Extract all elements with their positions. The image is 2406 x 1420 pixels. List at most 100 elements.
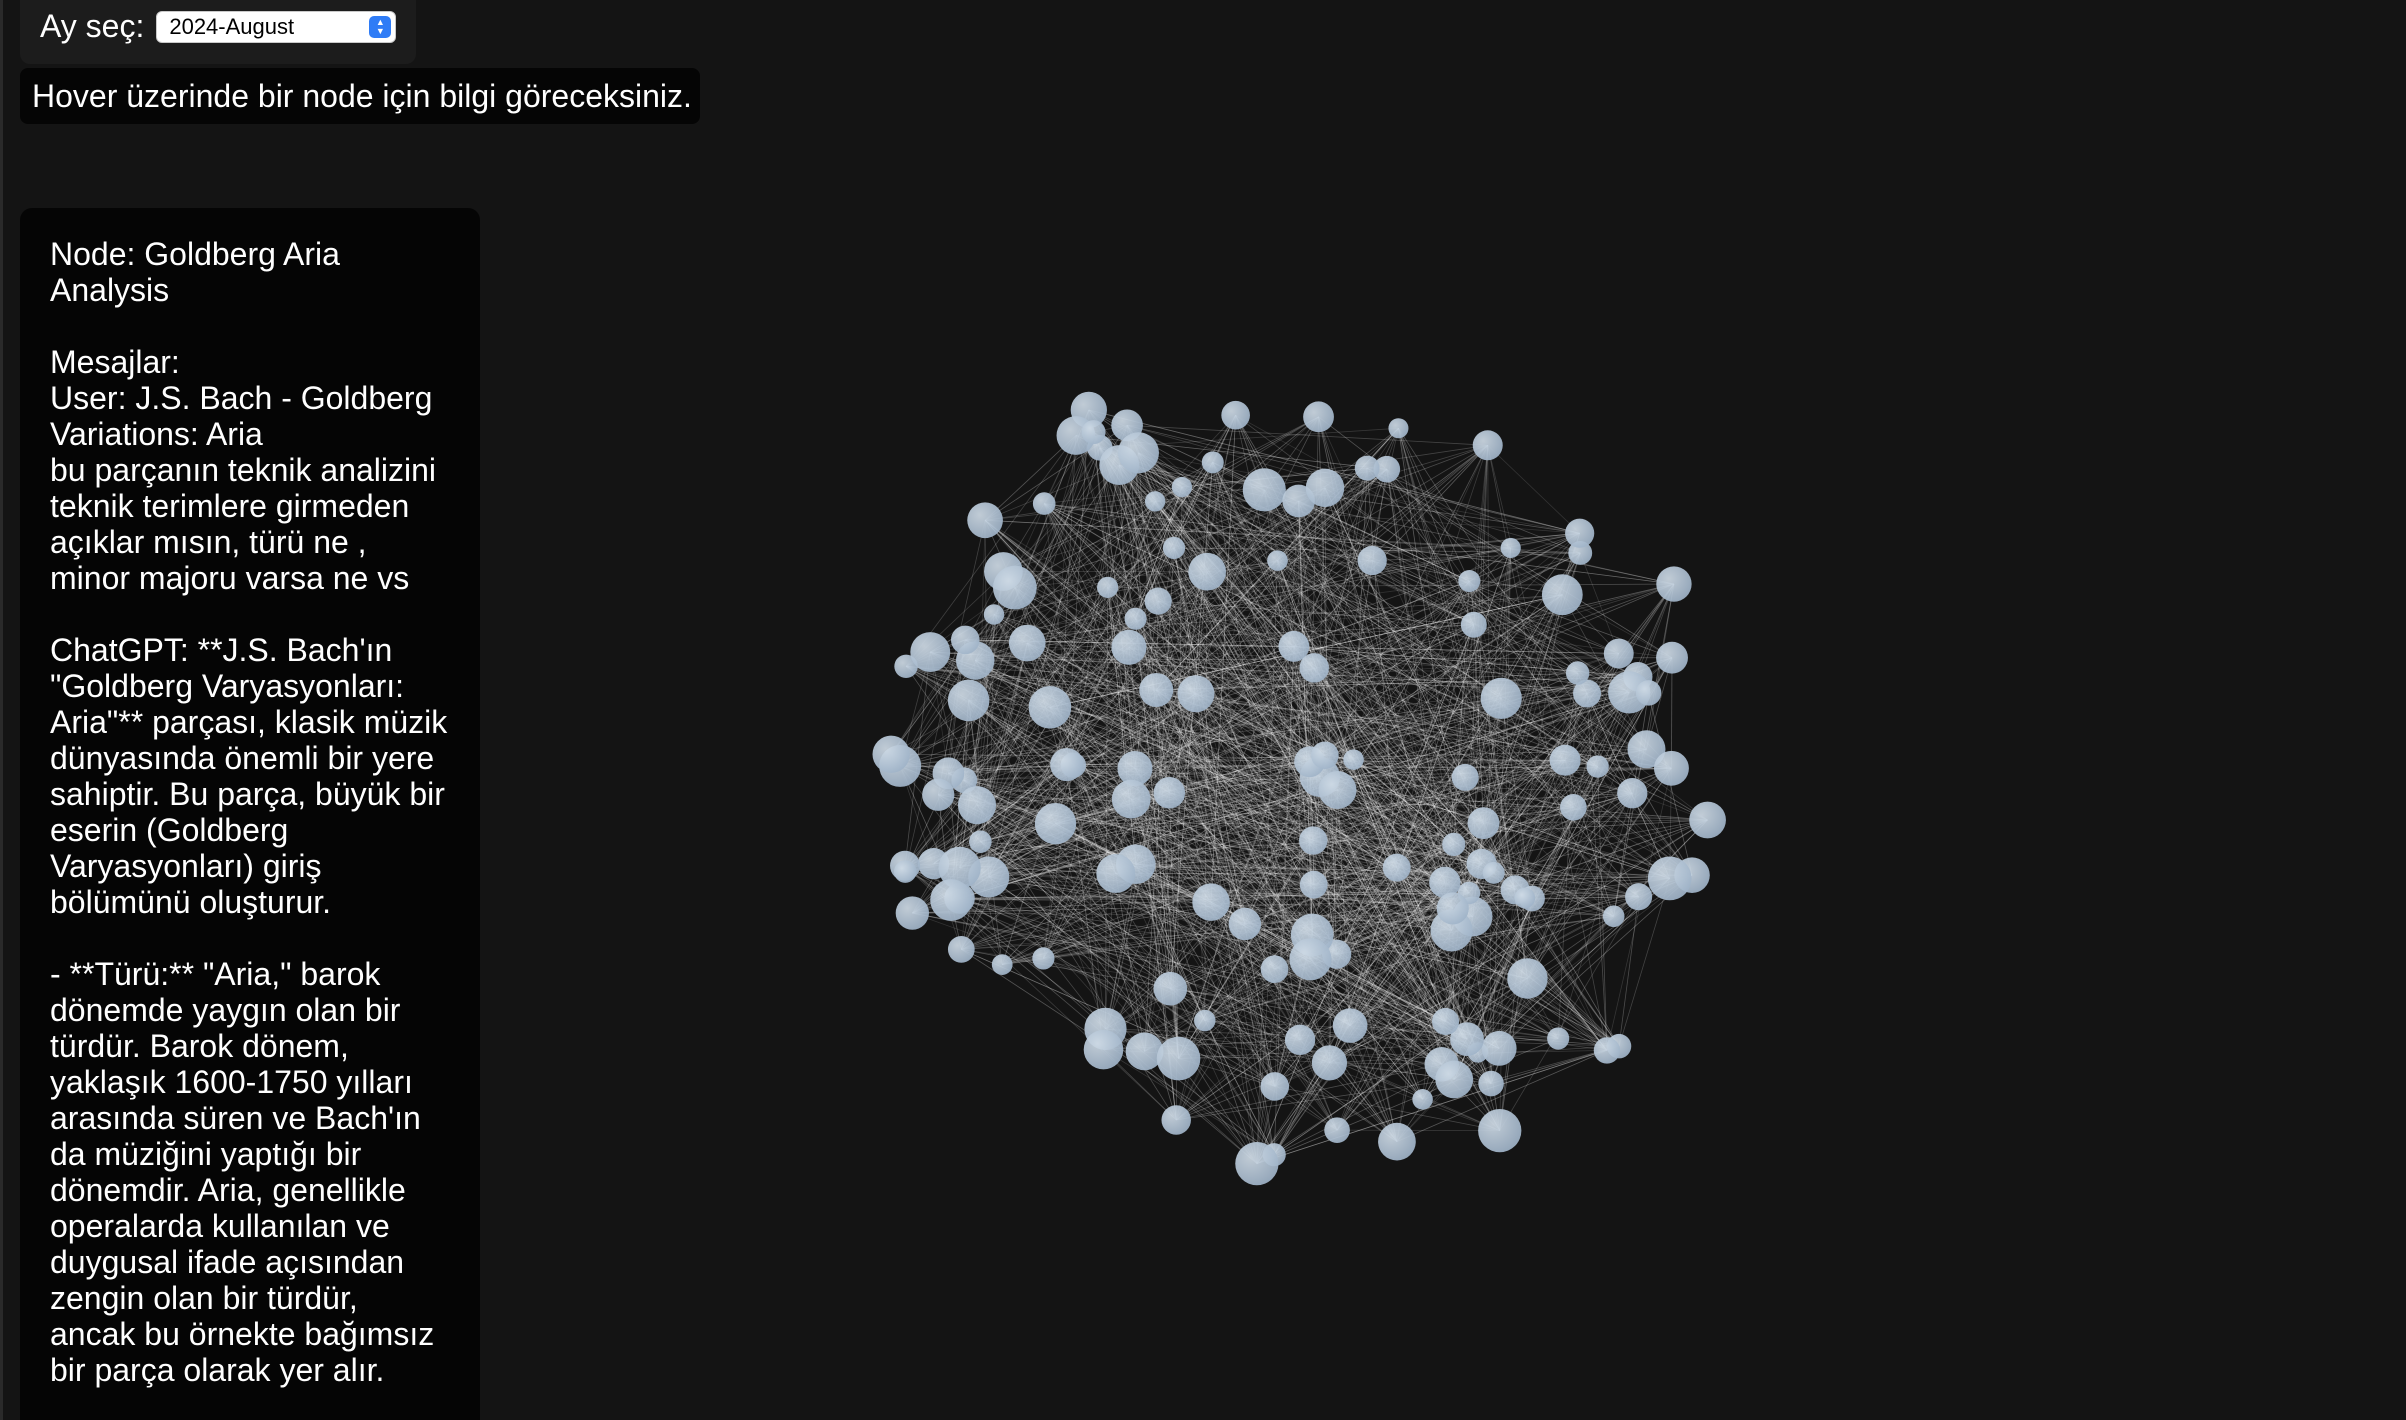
graph-node[interactable] [1117, 432, 1159, 474]
graph-node[interactable] [1299, 870, 1328, 899]
graph-node[interactable] [1228, 907, 1262, 941]
graph-node[interactable] [950, 625, 980, 655]
graph-node[interactable] [1235, 1141, 1279, 1186]
graph-node[interactable] [1647, 856, 1692, 901]
graph-node[interactable] [1435, 1060, 1474, 1099]
graph-node[interactable] [930, 879, 972, 921]
graph-node[interactable] [1541, 574, 1583, 616]
graph-node[interactable] [1482, 861, 1505, 884]
graph-node[interactable] [1354, 455, 1380, 481]
graph-node[interactable] [1144, 491, 1166, 512]
graph-node[interactable] [1635, 680, 1662, 706]
graph-node[interactable] [1450, 1022, 1484, 1057]
graph-node[interactable] [922, 778, 955, 811]
graph-node[interactable] [947, 679, 990, 722]
graph-node[interactable] [1171, 476, 1193, 498]
graph-node[interactable] [1378, 1122, 1416, 1161]
graph-node[interactable] [1608, 671, 1651, 714]
graph-node[interactable] [894, 654, 918, 679]
graph-node[interactable] [1573, 679, 1602, 708]
graph-node[interactable] [1111, 779, 1151, 819]
graph-node[interactable] [1617, 778, 1648, 809]
graph-node[interactable] [1460, 611, 1487, 638]
graph-node[interactable] [1311, 741, 1339, 770]
graph-node[interactable] [1500, 537, 1521, 559]
graph-node[interactable] [1311, 1045, 1348, 1081]
graph-node[interactable] [1472, 430, 1503, 461]
graph-node[interactable] [1303, 401, 1334, 433]
graph-node[interactable] [1547, 1027, 1570, 1050]
graph-node[interactable] [1458, 570, 1481, 593]
graph-node[interactable] [1332, 1008, 1368, 1043]
graph-node[interactable] [1656, 641, 1688, 674]
graph-node[interactable] [1593, 1037, 1621, 1064]
graph-node[interactable] [1153, 776, 1186, 809]
graph-node[interactable] [1156, 1036, 1201, 1081]
graph-node[interactable] [1478, 1070, 1504, 1097]
graph-node[interactable] [1162, 536, 1186, 560]
graph-node[interactable] [1124, 607, 1147, 630]
graph-node[interactable] [1299, 653, 1329, 683]
graph-node[interactable] [872, 735, 910, 773]
graph-node[interactable] [1565, 661, 1590, 685]
graph-node[interactable] [1431, 1007, 1460, 1036]
graph-node[interactable] [1242, 468, 1286, 512]
graph-node[interactable] [1689, 801, 1726, 839]
graph-node[interactable] [1627, 730, 1666, 769]
graph-node[interactable] [1144, 587, 1172, 615]
graph-node[interactable] [1429, 866, 1461, 899]
graph-node[interactable] [1125, 1032, 1164, 1071]
graph-node[interactable] [1008, 624, 1046, 662]
graph-node[interactable] [1194, 1009, 1216, 1032]
graph-node[interactable] [893, 860, 917, 883]
graph-node[interactable] [1514, 887, 1536, 909]
graph-node[interactable] [1602, 905, 1625, 928]
graph-node[interactable] [947, 935, 975, 963]
graph-node[interactable] [1032, 947, 1055, 970]
graph-node[interactable] [1436, 892, 1469, 925]
graph-node[interactable] [1192, 883, 1230, 921]
graph-node[interactable] [992, 565, 1037, 610]
graph-node[interactable] [1324, 1117, 1350, 1143]
graph-node[interactable] [1560, 793, 1587, 821]
graph-node[interactable] [1467, 807, 1500, 840]
graph-node[interactable] [1161, 1105, 1191, 1135]
graph-node[interactable] [1442, 832, 1466, 856]
graph-node[interactable] [1267, 550, 1288, 571]
graph-node[interactable] [1653, 750, 1689, 786]
graph-node[interactable] [1117, 750, 1153, 787]
graph-node[interactable] [967, 502, 1003, 539]
graph-node[interactable] [969, 830, 992, 853]
graph-node[interactable] [1603, 638, 1634, 669]
graph-node[interactable] [1081, 420, 1106, 445]
graph-node[interactable] [957, 786, 997, 825]
graph-node[interactable] [1451, 763, 1479, 791]
network-graph[interactable] [820, 320, 1800, 1220]
graph-node[interactable] [1032, 492, 1056, 515]
graph-node[interactable] [1480, 677, 1522, 719]
graph-node[interactable] [983, 604, 1005, 625]
graph-node[interactable] [1382, 853, 1411, 882]
graph-node[interactable] [991, 954, 1013, 975]
graph-node[interactable] [1388, 418, 1409, 439]
graph-node[interactable] [895, 896, 929, 930]
graph-node[interactable] [1481, 1030, 1517, 1066]
graph-node[interactable] [1565, 518, 1595, 548]
graph-node[interactable] [1096, 854, 1136, 894]
graph-node[interactable] [1625, 883, 1653, 911]
graph-node[interactable] [1097, 576, 1119, 598]
graph-node[interactable] [1507, 958, 1548, 999]
graph-node[interactable] [1357, 545, 1387, 576]
graph-node[interactable] [1412, 1089, 1433, 1110]
graph-node[interactable] [1111, 629, 1147, 665]
graph-node[interactable] [1656, 566, 1692, 602]
graph-node[interactable] [1177, 675, 1215, 713]
graph-node[interactable] [938, 846, 981, 890]
graph-node[interactable] [1260, 955, 1289, 984]
graph-node[interactable] [1568, 541, 1593, 565]
graph-node[interactable] [1050, 747, 1084, 782]
graph-node[interactable] [1278, 630, 1310, 662]
graph-node[interactable] [1318, 771, 1357, 809]
graph-node[interactable] [1153, 971, 1188, 1006]
graph-node[interactable] [1478, 1108, 1522, 1153]
